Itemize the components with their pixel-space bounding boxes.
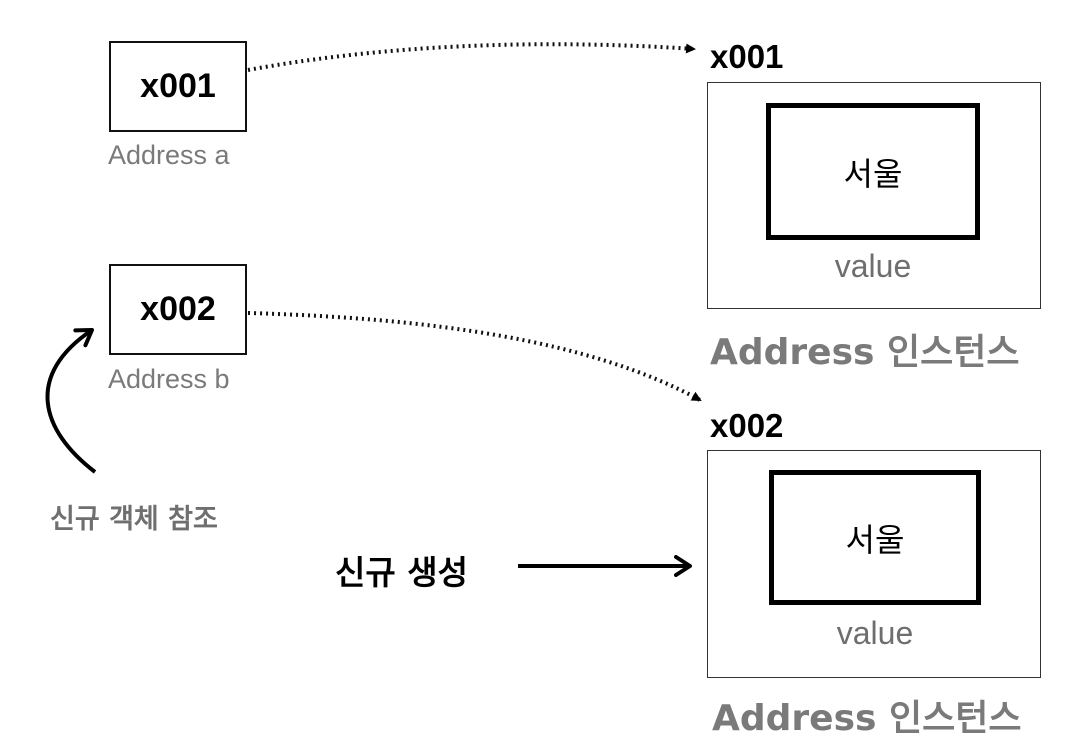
instance-caption-1: Address 인스턴스 [710,332,1020,373]
value-label-2: value [836,615,914,651]
ref-b-arrow [247,311,702,402]
ref-a-arrow [247,42,696,72]
value-label-1: value [834,248,912,284]
reference-label-b: Address b [108,364,230,394]
instance-caption-2: Address 인스턴스 [712,698,1022,739]
new-reference-arrow [45,328,97,474]
reference-label-a: Address a [108,140,230,170]
new-reference-note: 신규 객체 참조 [50,504,218,535]
reference-box-a: x001 [109,41,247,132]
new-creation-note: 신규 생성 [335,553,468,592]
instance-address-x002: x002 [710,407,784,444]
instance-address-x001: x001 [710,38,784,75]
value-box-2: 서울 [769,470,981,605]
reference-box-b: x002 [109,264,247,355]
value-box-1: 서울 [766,103,980,240]
